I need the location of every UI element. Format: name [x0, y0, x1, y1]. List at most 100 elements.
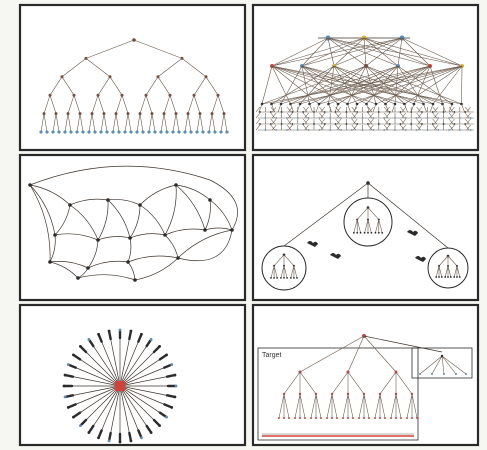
edge	[369, 112, 374, 119]
edge	[172, 113, 177, 133]
edge	[278, 393, 285, 419]
edge	[127, 237, 132, 263]
band-node	[394, 117, 396, 119]
edge	[347, 103, 351, 113]
peripheral-node	[158, 424, 161, 427]
edge	[205, 76, 219, 96]
edge	[119, 376, 168, 387]
edge	[416, 106, 421, 113]
edge	[331, 371, 349, 395]
edge	[417, 112, 423, 119]
edge	[315, 393, 322, 419]
mesh-node	[53, 233, 57, 237]
edge	[352, 112, 358, 119]
edge	[302, 112, 308, 119]
edge	[432, 118, 438, 125]
band-node	[259, 123, 261, 125]
edge	[271, 37, 329, 67]
tree-leaf	[358, 417, 360, 419]
edge	[302, 118, 308, 125]
edge	[319, 112, 324, 119]
cluster-leaf	[363, 231, 366, 234]
edge	[270, 124, 276, 131]
edge	[366, 103, 370, 113]
cluster-leaf	[370, 231, 373, 234]
edge	[290, 65, 367, 105]
panel-nested-tree: Target	[251, 303, 480, 447]
edge	[318, 65, 367, 105]
tree-leaf	[304, 417, 306, 419]
edge	[441, 355, 457, 375]
edge	[347, 65, 367, 105]
edge	[400, 124, 405, 131]
edge	[347, 371, 365, 395]
band-node	[296, 117, 299, 119]
edge	[363, 37, 367, 67]
edge	[352, 124, 358, 131]
band-node	[426, 117, 429, 119]
edge	[67, 113, 72, 133]
peripheral-node	[149, 431, 153, 434]
edge	[374, 393, 381, 419]
edge	[187, 95, 195, 114]
node	[153, 130, 157, 134]
edge	[401, 106, 407, 113]
band-node	[350, 129, 353, 131]
edge	[139, 184, 177, 206]
band-node	[275, 117, 278, 119]
edge	[115, 95, 123, 114]
edge	[448, 103, 453, 113]
edge	[136, 113, 141, 133]
node	[225, 130, 229, 134]
band-node	[377, 123, 380, 125]
band-node	[404, 129, 407, 131]
edge	[335, 112, 340, 119]
edge	[271, 65, 335, 105]
edge	[352, 118, 358, 125]
edge	[196, 113, 201, 133]
band-node	[323, 123, 326, 125]
edge	[333, 37, 365, 67]
edge	[283, 182, 369, 247]
edge	[119, 385, 165, 405]
band-node	[302, 123, 305, 125]
band-node	[469, 129, 472, 131]
edge	[302, 106, 308, 113]
edge	[333, 65, 415, 105]
peripheral-node	[66, 406, 70, 409]
mesh-node	[96, 238, 100, 242]
band-node	[356, 123, 359, 125]
peripheral-node	[97, 332, 100, 336]
inset-root	[440, 354, 444, 358]
peripheral-node	[107, 329, 111, 333]
edge	[283, 265, 288, 278]
edge	[320, 118, 326, 125]
peripheral-node	[170, 406, 174, 409]
edge	[119, 385, 139, 431]
edge	[119, 351, 155, 387]
inset-leaf	[455, 373, 457, 375]
edge	[383, 124, 389, 131]
edge	[309, 103, 313, 113]
band-node	[361, 117, 364, 119]
band-node	[340, 117, 342, 119]
edge	[444, 265, 449, 278]
panel-frame	[251, 153, 480, 302]
cluster-circle	[427, 247, 469, 289]
node	[105, 130, 109, 134]
edge	[97, 76, 111, 96]
edge	[401, 37, 463, 67]
edge	[395, 371, 413, 395]
edge	[164, 234, 179, 259]
edge	[299, 371, 317, 395]
edge	[49, 76, 63, 96]
tree-leaf	[379, 417, 381, 419]
edge	[271, 65, 377, 105]
peripheral-node	[174, 384, 178, 388]
edge	[43, 113, 48, 133]
edge	[271, 103, 275, 113]
edge	[397, 37, 403, 67]
edge	[271, 118, 277, 125]
tree-leaf	[331, 417, 333, 419]
peripheral-node	[118, 328, 122, 332]
